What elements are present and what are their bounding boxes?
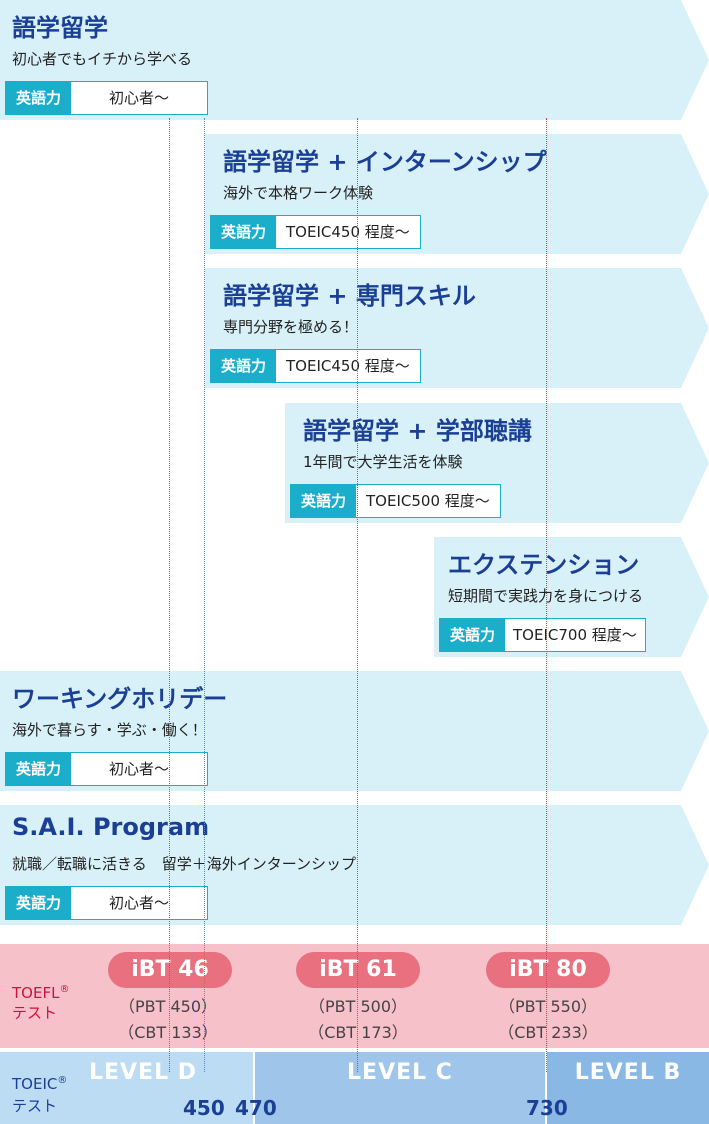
- guide-line-toeic-450: [169, 118, 170, 1072]
- level-name: LEVEL B: [574, 1060, 682, 1085]
- level-value: 初心者〜: [109, 894, 170, 912]
- level-tag: 英語力: [211, 216, 276, 248]
- program-subtitle: 海外で本格ワーク体験: [223, 184, 374, 202]
- level-badge: 英語力 初心者〜: [5, 81, 208, 115]
- program-title: 語学留学 + 学部聴講: [303, 417, 532, 445]
- level-badge: 英語力 初心者〜: [5, 886, 208, 920]
- guide-line-toeic-500: [357, 118, 358, 1072]
- level-tag: 英語力: [211, 350, 276, 382]
- level-band-d: LEVEL D: [0, 1052, 253, 1124]
- program-subtitle: 海外で暮らす・学ぶ・働く！: [12, 721, 207, 739]
- program-card-working-holiday: ワーキングホリデー 海外で暮らす・学ぶ・働く！ 英語力 初心者〜: [0, 671, 709, 791]
- pbt-score: （PBT 550）: [498, 997, 598, 1016]
- toefl-label-sub: テスト: [12, 1004, 58, 1022]
- toefl-label: TOEFL® テスト: [12, 980, 69, 1023]
- level-tag: 英語力: [6, 753, 71, 785]
- guide-line-toeic-730: [546, 118, 547, 1072]
- toeic-label-main: TOEIC: [12, 1075, 58, 1093]
- pbt-score: （PBT 450）: [118, 997, 218, 1016]
- level-value: 初心者〜: [109, 760, 170, 778]
- level-value: TOEIC450 程度〜: [286, 223, 410, 241]
- level-badge: 英語力 TOEIC450 程度〜: [210, 215, 421, 249]
- level-badge: 英語力 TOEIC500 程度〜: [290, 484, 501, 518]
- ibt-pill: iBT 46: [108, 952, 232, 988]
- program-card-internship: 語学留学 + インターンシップ 海外で本格ワーク体験 英語力 TOEIC450 …: [205, 134, 709, 254]
- program-card-university-audit: 語学留学 + 学部聴講 1年間で大学生活を体験 英語力 TOEIC500 程度〜: [285, 403, 709, 523]
- program-subtitle: 初心者でもイチから学べる: [12, 50, 193, 68]
- program-title: 語学留学: [12, 14, 108, 42]
- level-tag: 英語力: [291, 485, 356, 517]
- program-subtitle: 就職／転職に活きる 留学＋海外インターンシップ: [12, 855, 356, 873]
- level-name: LEVEL D: [88, 1060, 198, 1085]
- toefl-label-sup: ®: [59, 984, 70, 995]
- program-title: 語学留学 + インターンシップ: [223, 148, 547, 176]
- toefl-scale: TOEFL® テスト iBT 46 （PBT 450） （CBT 133） iB…: [0, 944, 709, 1048]
- level-value: TOEIC700 程度〜: [513, 626, 637, 644]
- program-subtitle: 1年間で大学生活を体験: [303, 453, 463, 471]
- level-name: LEVEL C: [347, 1060, 453, 1085]
- toeic-score-450: 450: [183, 1096, 225, 1120]
- level-tag: 英語力: [6, 887, 71, 919]
- program-title: 語学留学 + 専門スキル: [223, 282, 476, 310]
- cbt-score: （CBT 233）: [498, 1023, 598, 1042]
- toefl-scores: （PBT 500） （CBT 173）: [296, 994, 420, 1046]
- level-tag: 英語力: [6, 82, 71, 114]
- toeic-score-730: 730: [526, 1096, 568, 1120]
- toeic-label-sup: ®: [57, 1075, 68, 1086]
- level-band-b: LEVEL B: [547, 1052, 709, 1124]
- level-badge: 英語力 TOEIC700 程度〜: [439, 618, 646, 652]
- level-badge: 英語力 初心者〜: [5, 752, 208, 786]
- level-badge: 英語力 TOEIC450 程度〜: [210, 349, 421, 383]
- guide-line-toeic-470: [204, 118, 205, 1072]
- ibt-pill: iBT 61: [296, 952, 420, 988]
- toeic-scale: LEVEL D LEVEL C LEVEL B TOEIC® テスト 450 4…: [0, 1052, 709, 1124]
- cbt-score: （CBT 133）: [118, 1023, 218, 1042]
- toefl-label-main: TOEFL: [12, 984, 60, 1002]
- toeic-score-470: 470: [235, 1096, 277, 1120]
- program-title: S.A.I. Program: [12, 813, 210, 841]
- program-card-sai-program: S.A.I. Program 就職／転職に活きる 留学＋海外インターンシップ 英…: [0, 805, 709, 925]
- program-card-special-skill: 語学留学 + 専門スキル 専門分野を極める！ 英語力 TOEIC450 程度〜: [205, 268, 709, 388]
- toefl-scores: （PBT 550） （CBT 233）: [486, 994, 610, 1046]
- pbt-score: （PBT 500）: [308, 997, 408, 1016]
- cbt-score: （CBT 173）: [308, 1023, 408, 1042]
- program-title: エクステンション: [448, 551, 640, 579]
- program-subtitle: 短期間で実践力を身につける: [448, 587, 644, 605]
- ibt-pill: iBT 80: [486, 952, 610, 988]
- level-value: 初心者〜: [109, 89, 170, 107]
- level-value: TOEIC500 程度〜: [366, 492, 490, 510]
- level-value: TOEIC450 程度〜: [286, 357, 410, 375]
- toeic-label-sub: テスト: [12, 1097, 58, 1115]
- level-tag: 英語力: [440, 619, 505, 651]
- toefl-scores: （PBT 450） （CBT 133）: [106, 994, 230, 1046]
- level-band-c: LEVEL C: [255, 1052, 545, 1124]
- program-title: ワーキングホリデー: [12, 685, 228, 713]
- program-card-language-study: 語学留学 初心者でもイチから学べる 英語力 初心者〜: [0, 0, 709, 120]
- toeic-label: TOEIC® テスト: [12, 1070, 67, 1117]
- program-subtitle: 専門分野を極める！: [223, 318, 359, 336]
- program-card-extension: エクステンション 短期間で実践力を身につける 英語力 TOEIC700 程度〜: [434, 537, 709, 657]
